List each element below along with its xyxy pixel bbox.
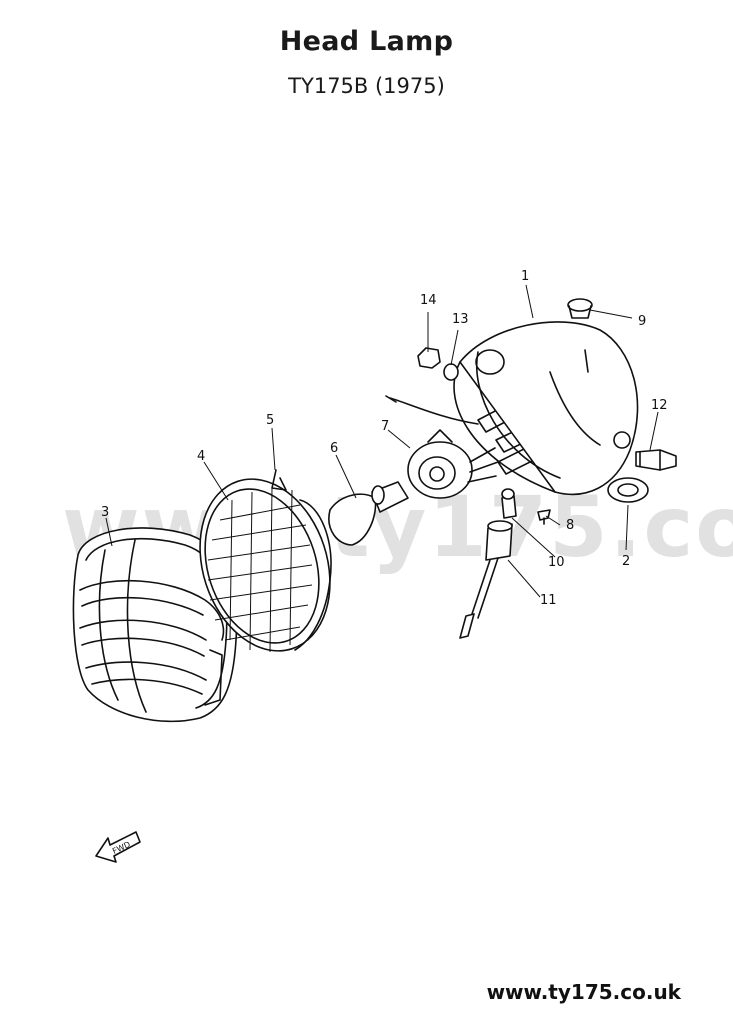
part-label-10: 10 (548, 555, 565, 570)
part-number-labels: 1 2 3 4 5 6 7 8 9 10 11 12 13 14 (101, 269, 668, 608)
part-10-pilot-bulb (501, 488, 517, 519)
page-title: Head Lamp (279, 26, 454, 57)
part-label-6: 6 (330, 441, 338, 456)
part-label-4: 4 (197, 449, 205, 464)
part-label-12: 12 (651, 398, 668, 413)
part-label-3: 3 (101, 505, 109, 520)
part-label-8: 8 (566, 518, 574, 533)
part-label-11: 11 (540, 593, 557, 608)
footer-url: www.ty175.co.uk (486, 980, 681, 1004)
part-13-washer (443, 363, 459, 381)
part-label-14: 14 (420, 293, 437, 308)
part-4-lens-unit (199, 478, 332, 653)
part-14-nut (417, 347, 441, 369)
part-7-socket (407, 429, 499, 499)
part-6-bulb (328, 481, 409, 546)
part-label-5: 5 (266, 413, 274, 428)
page-subtitle: TY175B (1975) (288, 74, 445, 98)
fwd-direction-icon: FWD (95, 831, 141, 863)
part-5-clip (271, 469, 287, 491)
part-label-1: 1 (521, 269, 529, 284)
part-2-rubber-washer (607, 477, 649, 503)
part-label-7: 7 (381, 419, 389, 434)
part-8-screw (537, 509, 551, 525)
leader-lines (105, 284, 659, 598)
part-9-grommet (567, 298, 593, 319)
part-11-pilot-socket (459, 520, 513, 639)
part-3-lamp-guard (72, 527, 238, 723)
part-label-2: 2 (622, 554, 630, 569)
part-12-bolt (635, 449, 677, 471)
part-label-9: 9 (638, 314, 646, 329)
part-label-13: 13 (452, 312, 469, 327)
